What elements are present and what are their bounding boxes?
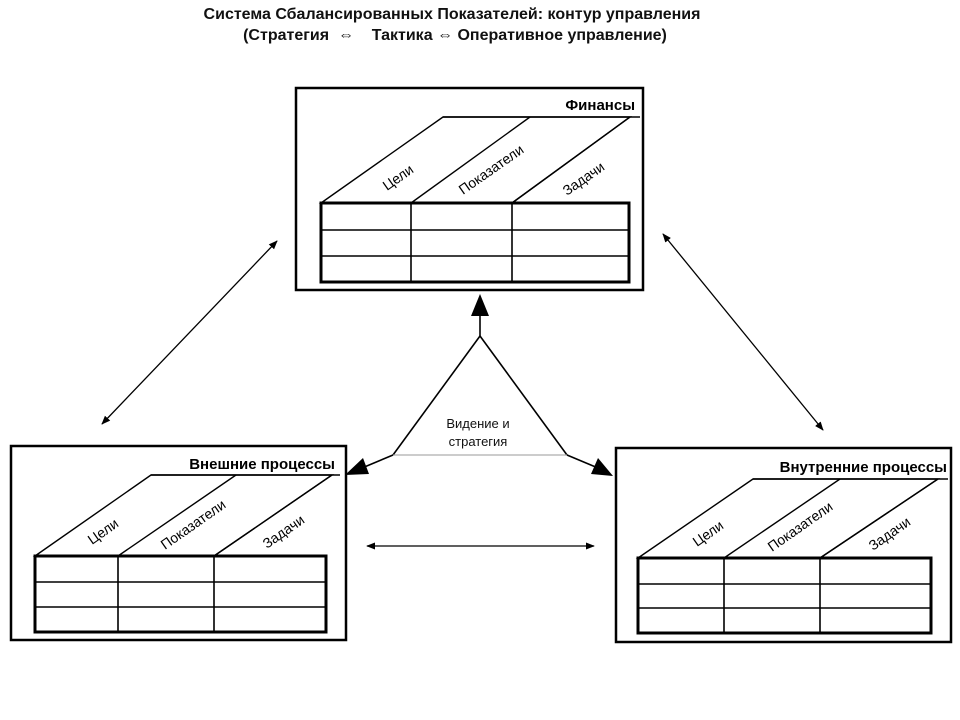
finance-header-divider-1 [410,116,531,204]
arrow-finance-internal [662,233,824,431]
external-box: Внешние процессы Цели Показатели Задачи [9,444,348,642]
arrow-external-finance [101,240,278,425]
external-header-divider-2 [213,474,333,557]
triangle-right-edge [479,335,568,456]
internal-box: Внутренние процессы Цели Показатели Зада… [614,446,953,644]
diagram-title-line-1: Система Сбалансированных Показателей: ко… [203,6,701,23]
external-header-divider-1 [117,474,237,557]
triangle-arrow-right-head [591,458,613,476]
triangle-left-edge [392,335,481,456]
internal-header-divider-2 [819,478,939,559]
finance-header-divider-2 [511,116,631,204]
center-label-line-1: Видение и [446,416,509,431]
external-grid [33,554,328,634]
internal-header-divider-1 [723,478,841,559]
finance-grid [319,201,631,284]
finance-box: Финансы Цели Показатели Задачи [294,86,645,292]
vision-strategy-triangle: Видение и стратегия [345,294,613,476]
triangle-arrow-right-shaft [566,454,599,469]
finance-box-title: Финансы [565,97,635,114]
triangle-arrow-left-head [345,458,369,475]
triangle-arrow-left-shaft [361,454,394,469]
diagram-title-line-2: (Стратегия ⇔ Тактика ⇔ Оперативное управ… [243,27,667,44]
triangle-arrow-up-head [471,294,489,316]
external-box-title: Внешние процессы [189,456,335,473]
internal-grid [636,556,933,635]
center-label-line-2: стратегия [449,434,508,449]
internal-box-title: Внутренние процессы [780,459,947,476]
